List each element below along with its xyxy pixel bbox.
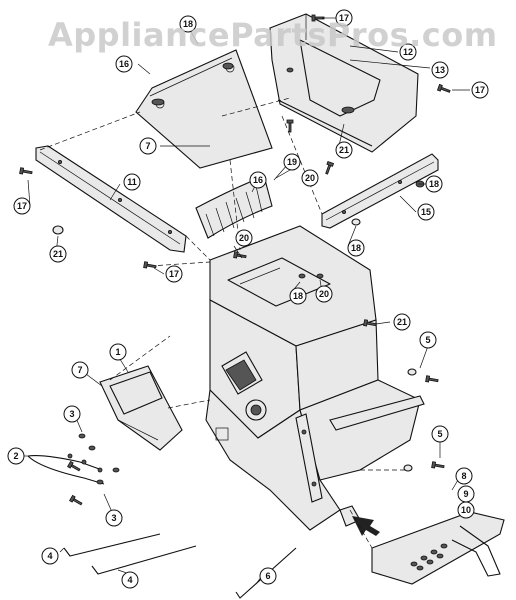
callout-label: 20 (305, 173, 315, 183)
callout-label: 5 (437, 429, 442, 439)
callout-20-mid: 20 (235, 229, 253, 247)
callout-label: 18 (293, 291, 303, 301)
callout-3-low: 3 (105, 509, 123, 527)
chute-cover (269, 13, 419, 153)
callout-17-mid: 17 (165, 265, 183, 283)
callout-15: 15 (417, 203, 435, 221)
callout-label: 7 (77, 365, 82, 375)
callout-label: 10 (461, 505, 471, 515)
leader-lines (24, 17, 471, 585)
callout-label: 12 (403, 47, 413, 57)
wire-handle (27, 453, 105, 485)
callout-label: 20 (239, 233, 249, 243)
right-side-bracket (321, 153, 439, 229)
callout-label: 3 (111, 513, 116, 523)
callout-16-mid: 16 (249, 171, 267, 189)
callout-7-low: 7 (71, 361, 89, 379)
callout-label: 9 (463, 489, 468, 499)
callout-label: 15 (421, 207, 431, 217)
deflector-flap (195, 175, 273, 239)
callout-label: 11 (127, 177, 137, 187)
callout-label: 17 (17, 201, 27, 211)
lower-rods (63, 533, 297, 599)
callout-1: 1 (109, 343, 127, 361)
callout-18-right: 18 (425, 175, 443, 193)
callout-2: 2 (7, 447, 25, 465)
callout-group: 18 16 17 12 13 17 7 21 19 16 20 18 11 17… (7, 9, 489, 589)
callout-18-low: 18 (289, 287, 307, 305)
top-cover-plate (135, 49, 273, 169)
callout-label: 17 (169, 269, 179, 279)
callout-19: 19 (283, 153, 301, 171)
hopper (99, 365, 183, 451)
callout-18-mid: 18 (347, 239, 365, 257)
callout-7-top: 7 (139, 137, 157, 155)
callout-label: 18 (183, 19, 193, 29)
callout-4-left: 4 (41, 547, 59, 565)
callout-label: 21 (53, 249, 63, 259)
callout-label: 1 (115, 347, 120, 357)
callout-6: 6 (259, 567, 277, 585)
callout-21-right: 21 (393, 313, 411, 331)
callout-21-top: 21 (335, 141, 353, 159)
callout-label: 4 (47, 551, 52, 561)
callout-label: 19 (287, 157, 297, 167)
callout-11: 11 (123, 173, 141, 191)
callout-label: 13 (435, 65, 445, 75)
callout-5-low: 5 (431, 425, 449, 443)
callout-10: 10 (457, 501, 475, 519)
callout-label: 6 (265, 571, 270, 581)
hardware (19, 14, 451, 506)
callout-8: 8 (455, 467, 473, 485)
callout-3-top: 3 (63, 405, 81, 423)
callout-label: 2 (13, 451, 18, 461)
callout-17-left: 17 (13, 197, 31, 215)
watermark: AppliancePartsPros.com (48, 16, 498, 54)
callout-12: 12 (399, 43, 417, 61)
callout-label: 17 (339, 13, 349, 23)
main-housing (205, 225, 425, 531)
callout-21-left: 21 (49, 245, 67, 263)
callout-17-topright: 17 (335, 9, 353, 27)
callout-9: 9 (457, 485, 475, 503)
callout-label: 18 (429, 179, 439, 189)
callout-label: 3 (69, 409, 74, 419)
callout-20-top: 20 (301, 169, 319, 187)
callout-label: 7 (145, 141, 150, 151)
callout-5-top: 5 (419, 331, 437, 349)
discharge-spout (352, 511, 505, 585)
callout-label: 21 (397, 317, 407, 327)
callout-label: 8 (461, 471, 466, 481)
callout-label: 16 (253, 175, 263, 185)
callout-label: 17 (475, 85, 485, 95)
callout-13: 13 (431, 61, 449, 79)
callout-label: 21 (339, 145, 349, 155)
callout-4-mid: 4 (121, 571, 139, 589)
callout-16-top: 16 (115, 55, 133, 73)
callout-label: 16 (119, 59, 129, 69)
callout-20-low: 20 (315, 285, 333, 303)
callout-label: 5 (425, 335, 430, 345)
callout-label: 20 (319, 289, 329, 299)
callout-18-top: 18 (179, 15, 197, 33)
callout-label: 18 (351, 243, 361, 253)
callout-17-right: 17 (471, 81, 489, 99)
callout-label: 4 (127, 575, 132, 585)
